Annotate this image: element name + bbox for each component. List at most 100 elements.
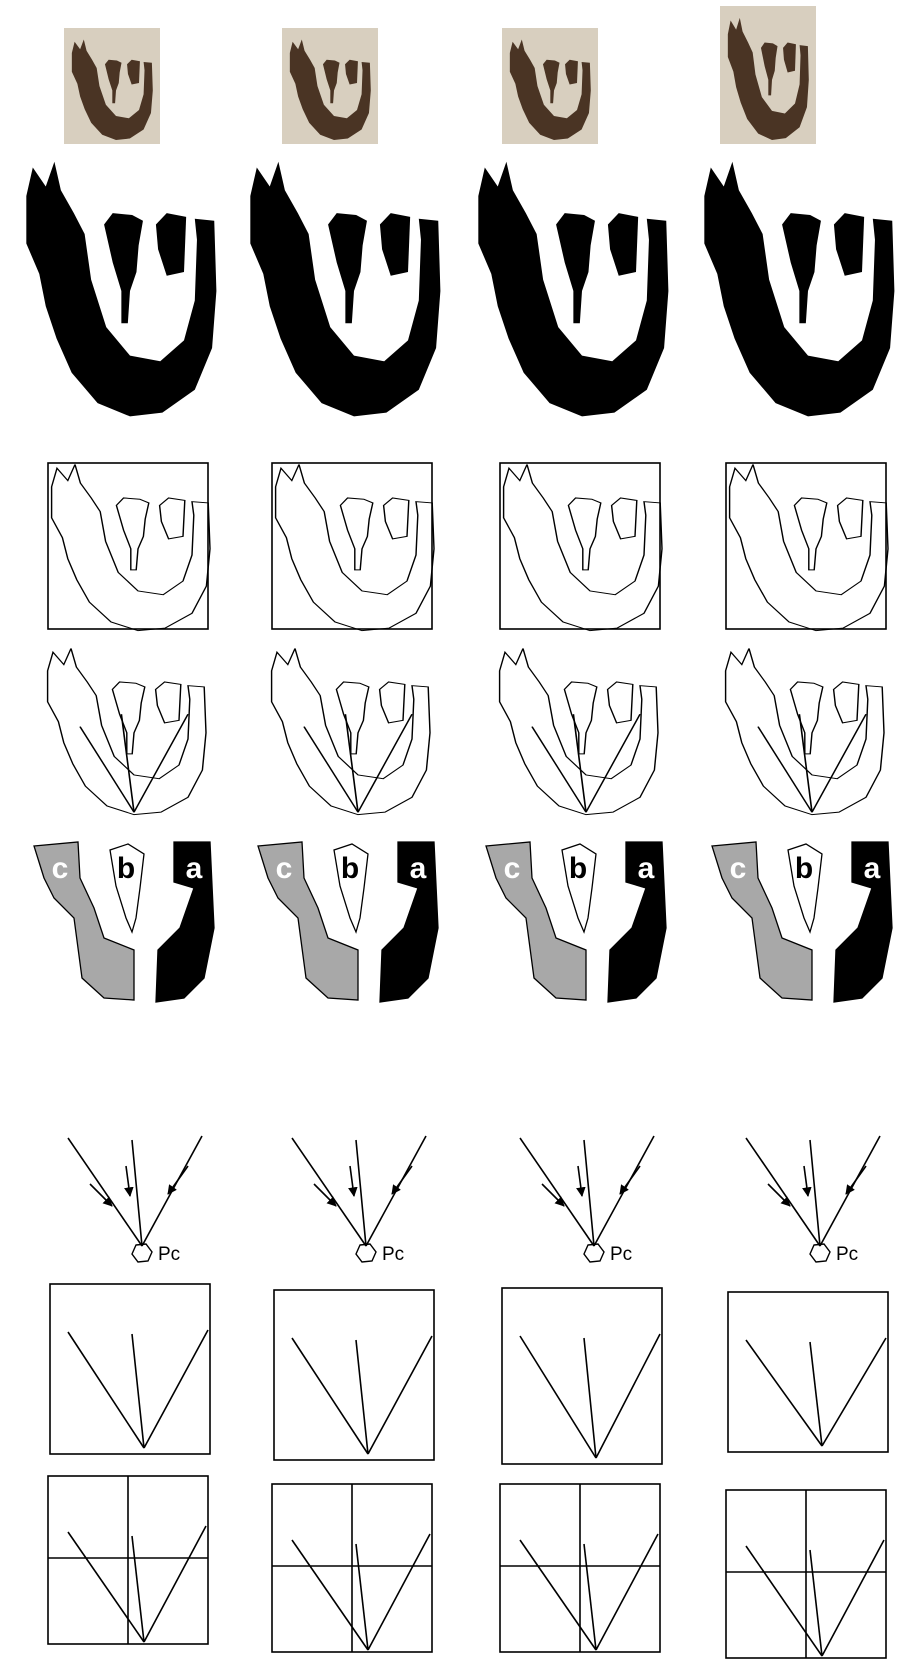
normalization-box — [728, 1292, 888, 1452]
stroke-vectors-to-center: Pc — [520, 1136, 654, 1265]
glyph-contour — [730, 464, 888, 630]
stroke-vectors-to-center: Pc — [292, 1136, 426, 1265]
direction-arrow — [126, 1166, 130, 1196]
column-sample-3: c b aPc — [478, 28, 668, 1652]
stroke-lines — [532, 714, 640, 812]
glyph-contour — [272, 648, 430, 814]
vector-line-b — [356, 1340, 368, 1454]
vector-line-c — [746, 1138, 820, 1246]
glyph-contour — [726, 648, 884, 814]
segment-label-b: b — [569, 852, 587, 885]
segment-label-a: a — [638, 852, 655, 885]
binarized-glyph — [26, 162, 216, 417]
contour-with-stroke-lines — [48, 648, 206, 814]
vector-line-a — [142, 1136, 202, 1246]
bounding-box — [726, 463, 886, 629]
center-point-label: Pc — [610, 1244, 632, 1265]
center-point-marker — [132, 1244, 152, 1262]
binarized-glyph — [250, 162, 440, 417]
center-point-label: Pc — [836, 1244, 858, 1265]
vector-line-a — [366, 1136, 426, 1246]
direction-arrow — [392, 1166, 412, 1194]
segment-label-b: b — [795, 852, 813, 885]
vector-line-a — [596, 1334, 660, 1458]
manuscript-crop — [720, 6, 816, 144]
contour-with-stroke-lines — [272, 648, 430, 814]
direction-arrow — [350, 1166, 354, 1196]
binarized-glyph — [704, 162, 894, 417]
contour-in-bounding-box — [726, 463, 888, 631]
vector-line-a — [368, 1534, 430, 1650]
contour-in-bounding-box — [272, 463, 434, 631]
glyph-contour — [504, 464, 662, 630]
segment-label-c: c — [276, 852, 293, 885]
vector-line-a — [596, 1534, 658, 1650]
segment-label-c: c — [504, 852, 521, 885]
glyph-contour — [500, 648, 658, 814]
glyph-contour — [48, 648, 206, 814]
vector-line-a — [822, 1338, 886, 1446]
vector-line-c — [292, 1540, 368, 1650]
vector-line-b — [132, 1140, 142, 1246]
vectors-in-box — [502, 1288, 662, 1464]
segment-label-a: a — [410, 852, 427, 885]
segment-label-c: c — [730, 852, 747, 885]
stroke-segmentation: cba — [258, 842, 438, 1002]
binarized-glyph-shape — [478, 162, 668, 417]
stroke-vectors-to-center: Pc — [746, 1136, 880, 1265]
segment-label-c: c — [52, 852, 69, 885]
stroke-lines — [304, 714, 412, 812]
center-point-label: Pc — [382, 1244, 404, 1265]
column-sample-2: c b aPc — [250, 28, 440, 1652]
bounding-box — [272, 463, 432, 629]
glyph-contour — [52, 464, 210, 630]
vector-line-c — [746, 1340, 822, 1446]
vector-line-a — [594, 1136, 654, 1246]
stroke-lines — [80, 714, 188, 812]
column-sample-4: cbaPc — [704, 6, 894, 1658]
contour-with-stroke-lines — [726, 648, 884, 814]
manuscript-crop — [64, 28, 160, 144]
vector-line-b — [810, 1342, 822, 1446]
vector-line-b — [584, 1338, 596, 1458]
binarized-glyph-shape — [26, 162, 216, 417]
stroke-segmentation: cba — [712, 842, 892, 1002]
vector-line-b — [810, 1140, 820, 1246]
manuscript-crop — [502, 28, 598, 144]
bounding-box — [500, 463, 660, 629]
segment-label-b: b — [341, 852, 359, 885]
segment-label-b: b — [117, 852, 135, 885]
vectors-in-box — [50, 1284, 210, 1454]
direction-arrow — [620, 1166, 640, 1194]
glyph-contour — [276, 464, 434, 630]
vector-line-b — [584, 1140, 594, 1246]
binarized-glyph — [478, 162, 668, 417]
vector-line-b — [132, 1334, 144, 1448]
contour-in-bounding-box — [500, 463, 662, 631]
vector-line-c — [292, 1338, 368, 1454]
center-point-label: Pc — [158, 1244, 180, 1265]
vector-line-c — [520, 1138, 594, 1246]
vector-line-a — [822, 1540, 884, 1656]
binarized-glyph-shape — [250, 162, 440, 417]
vector-line-a — [144, 1330, 208, 1448]
vector-line-c — [292, 1138, 366, 1246]
center-point-marker — [584, 1244, 604, 1262]
vector-line-c — [746, 1546, 822, 1656]
vector-line-c — [68, 1332, 144, 1448]
vectors-in-box — [728, 1292, 888, 1452]
vectors-in-divided-box — [272, 1484, 432, 1652]
vectors-in-divided-box — [500, 1484, 660, 1652]
vector-line-c — [68, 1532, 144, 1642]
direction-arrow — [846, 1166, 866, 1194]
binarized-glyph-shape — [704, 162, 894, 417]
vectors-in-divided-box — [726, 1490, 886, 1658]
direction-arrow — [578, 1166, 582, 1196]
vector-line-c — [68, 1138, 142, 1246]
direction-arrow — [804, 1166, 808, 1196]
vector-line-a — [368, 1336, 432, 1454]
